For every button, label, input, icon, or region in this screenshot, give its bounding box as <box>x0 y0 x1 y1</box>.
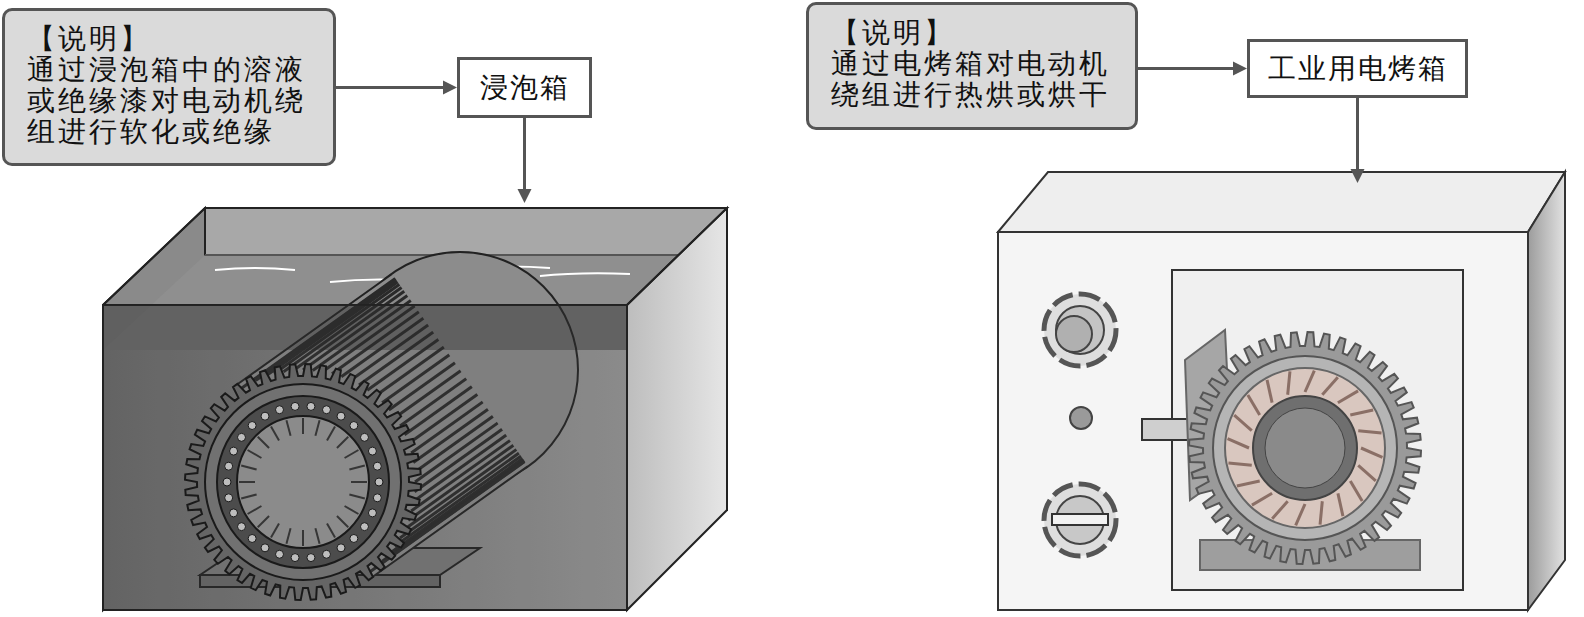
coil-mark <box>1358 431 1381 433</box>
immersion-tank <box>103 208 727 610</box>
coil-mark <box>1350 481 1362 501</box>
coil-mark <box>1338 493 1343 516</box>
leader-line <box>1356 98 1359 169</box>
coil-mark <box>1361 448 1382 457</box>
label-box: 工业用电烤箱 <box>1247 39 1468 98</box>
arrow-head <box>443 81 457 95</box>
box-text: 通过浸泡箱中的溶液或绝缘漆对电动机绕组进行软化或绝缘 <box>27 54 319 147</box>
coil-mark <box>1296 504 1305 525</box>
connector-arrow <box>336 81 457 95</box>
box-text: 浸泡箱 <box>480 71 570 105</box>
tank-front <box>103 208 727 610</box>
coil-mark <box>1234 415 1252 431</box>
leader-arrow-head <box>1351 169 1365 183</box>
coil-mark <box>1322 377 1338 395</box>
coil-mark <box>1228 439 1249 448</box>
coil-mark <box>1320 501 1322 524</box>
coil-mark <box>1338 391 1358 403</box>
coil-mark <box>1237 481 1260 486</box>
note-heading: 【说明】 <box>831 17 1117 48</box>
connector-line <box>1138 67 1233 70</box>
connector-arrow <box>1138 62 1247 76</box>
coil-mark <box>1267 380 1272 403</box>
label-box: 浸泡箱 <box>457 57 592 118</box>
electric-oven <box>998 172 1565 610</box>
stator-photo <box>1185 330 1421 570</box>
coil-mark <box>1252 493 1272 505</box>
coil-mark <box>1305 371 1314 392</box>
coil-mark <box>1272 501 1288 519</box>
note-box: 【说明】通过浸泡箱中的溶液或绝缘漆对电动机绕组进行软化或绝缘 <box>2 8 336 166</box>
coil-mark <box>1358 465 1376 481</box>
box-text: 通过电烤箱对电动机绕组进行热烘或烘干 <box>831 48 1123 110</box>
connector-line <box>336 86 443 89</box>
coil-mark <box>1288 371 1290 394</box>
coil-mark <box>1228 463 1251 465</box>
leader-line <box>523 118 526 189</box>
note-box: 【说明】通过电烤箱对电动机绕组进行热烘或烘干 <box>806 2 1138 130</box>
leader-arrow-head <box>518 189 532 203</box>
coil-mark <box>1350 410 1373 415</box>
coil-mark <box>1248 395 1260 415</box>
box-text: 工业用电烤箱 <box>1268 52 1448 86</box>
note-heading: 【说明】 <box>27 23 315 54</box>
arrow-head <box>1233 62 1247 76</box>
